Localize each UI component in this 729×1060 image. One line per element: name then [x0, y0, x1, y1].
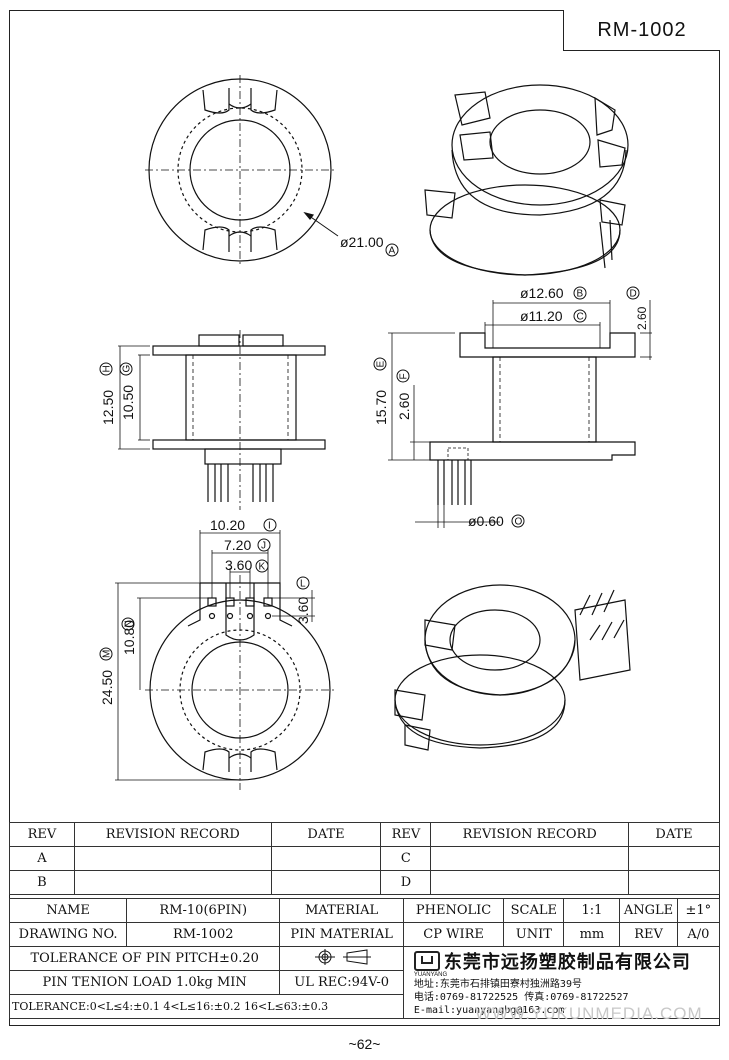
revision-date-cell [270, 870, 382, 895]
pin-material-value: CP WIRE [402, 922, 505, 947]
dim-total-height: 15.70 [373, 390, 389, 425]
ref-a: A [389, 246, 396, 257]
name-value: RM-10(6PIN) [126, 898, 281, 923]
rev-header-right: REV [380, 822, 432, 847]
material-value: PHENOLIC [402, 898, 505, 923]
company-address: 地址:东莞市石排镇田寮村独洲路39号 [413, 979, 582, 990]
ref-e: E [376, 361, 387, 368]
scale-label: SCALE [503, 898, 565, 923]
ref-c: C [577, 312, 584, 323]
dim-overall-length: 24.50 [99, 670, 115, 705]
dim-winding-height: 10.50 [120, 385, 136, 420]
name-label: NAME [8, 898, 128, 923]
logo-text: YUANYANG [413, 972, 448, 978]
unit-label: UNIT [503, 922, 565, 947]
part-title: RM-1002 [563, 10, 720, 51]
ref-h: H [102, 365, 113, 372]
dim-flange-width: ø12.60 [520, 285, 564, 301]
rev-row-d: D [380, 870, 432, 895]
top-view [145, 75, 339, 265]
dim-pin-outer-pitch: 7.20 [224, 537, 251, 553]
dim-pin-inner-pitch: 3.60 [225, 557, 252, 573]
company-phone: 电话:0769-81722525 传真:0769-81722527 [413, 992, 629, 1003]
pin-tension: PIN TENION LOAD 1.0kg MIN [8, 970, 281, 995]
pin-material-label: PIN MATERIAL [279, 922, 404, 947]
ref-m: M [102, 650, 113, 658]
drawing-no-label: DRAWING NO. [8, 922, 128, 947]
rev-row-a: A [9, 846, 75, 871]
ref-o: O [515, 517, 523, 528]
angle-label: ANGLE [619, 898, 678, 923]
watermark: WWW.YUKUNMEDIA.COM [475, 1004, 703, 1023]
iso-view-bottom [394, 584, 631, 751]
revision-record-cell [73, 846, 272, 871]
revision-record-cell [430, 870, 630, 895]
dim-outer-diameter: ø21.00 [340, 234, 384, 250]
dim-pin-to-center: 10.80 [121, 620, 137, 655]
scale-value: 1:1 [563, 898, 621, 923]
ref-d: D [630, 289, 637, 300]
rev-value: A/0 [676, 922, 721, 947]
company-email: E-mail:yuanyangbg@163.com [413, 1005, 565, 1016]
angle-value: ±1° [676, 898, 721, 923]
revision-record-header-left: REVISION RECORD [73, 822, 272, 847]
dim-flange-span: 12.50 [100, 390, 116, 425]
dim-pin-row-pitch: 3.60 [295, 597, 311, 624]
ref-b: B [577, 289, 584, 300]
page-number: ~62~ [348, 1036, 381, 1052]
company-block: 东莞市远扬塑胶制品有限公司 YUANYANG 地址:东莞市石排镇田寮村独洲路39… [402, 946, 721, 1019]
rev-header-left: REV [9, 822, 75, 847]
material-label: MATERIAL [279, 898, 404, 923]
iso-view-top [424, 84, 629, 276]
ref-i: I [268, 521, 271, 532]
revision-record-cell [430, 846, 630, 871]
revision-date-cell [628, 846, 720, 871]
bottom-view [115, 530, 335, 790]
company-logo-icon [413, 951, 440, 971]
ref-g: G [122, 365, 133, 373]
dim-pin-row-width: 10.20 [210, 517, 245, 533]
unit-value: mm [563, 922, 621, 947]
revision-table: REV REVISION RECORD DATE REV REVISION RE… [9, 822, 720, 895]
drawing-frame [9, 10, 720, 1026]
revision-date-cell [270, 846, 382, 871]
general-tolerance: TOLERANCE:0<L≤4:±0.1 4<L≤16:±0.2 16<L≤63… [9, 994, 404, 1019]
spec-table: NAME RM-10(6PIN) MATERIAL PHENOLIC SCALE… [8, 898, 721, 1019]
rev-row-b: B [9, 870, 75, 895]
ref-j: J [261, 541, 266, 552]
dim-inner-width: ø11.20 [520, 308, 563, 324]
drawing-no-value: RM-1002 [126, 922, 281, 947]
projection-icon [314, 948, 371, 965]
projection-symbol [279, 946, 404, 971]
dim-pin-diameter: ø0.60 [468, 513, 504, 529]
ref-n: N [124, 620, 135, 627]
date-header-left: DATE [270, 822, 382, 847]
side-view [388, 300, 652, 528]
pin-pitch-tolerance: TOLERANCE OF PIN PITCH±0.20 [8, 946, 281, 971]
revision-record-cell [73, 870, 272, 895]
ul-rating: UL REC:94V-0 [279, 970, 404, 995]
ref-k: K [259, 562, 266, 573]
dim-flange-thickness: 2.60 [635, 306, 649, 330]
date-header-right: DATE [628, 822, 720, 847]
front-view [118, 330, 326, 510]
technical-drawing: ø21.00 A 12.5 [99, 75, 652, 790]
ref-l: L [300, 579, 306, 590]
company-name: 东莞市远扬塑胶制品有限公司 [443, 952, 691, 973]
revision-date-cell [628, 870, 720, 895]
revision-record-header-right: REVISION RECORD [430, 822, 630, 847]
rev-label: REV [619, 922, 678, 947]
ref-f: F [399, 373, 410, 379]
rev-row-c: C [380, 846, 432, 871]
dim-base-height: 2.60 [396, 393, 412, 420]
